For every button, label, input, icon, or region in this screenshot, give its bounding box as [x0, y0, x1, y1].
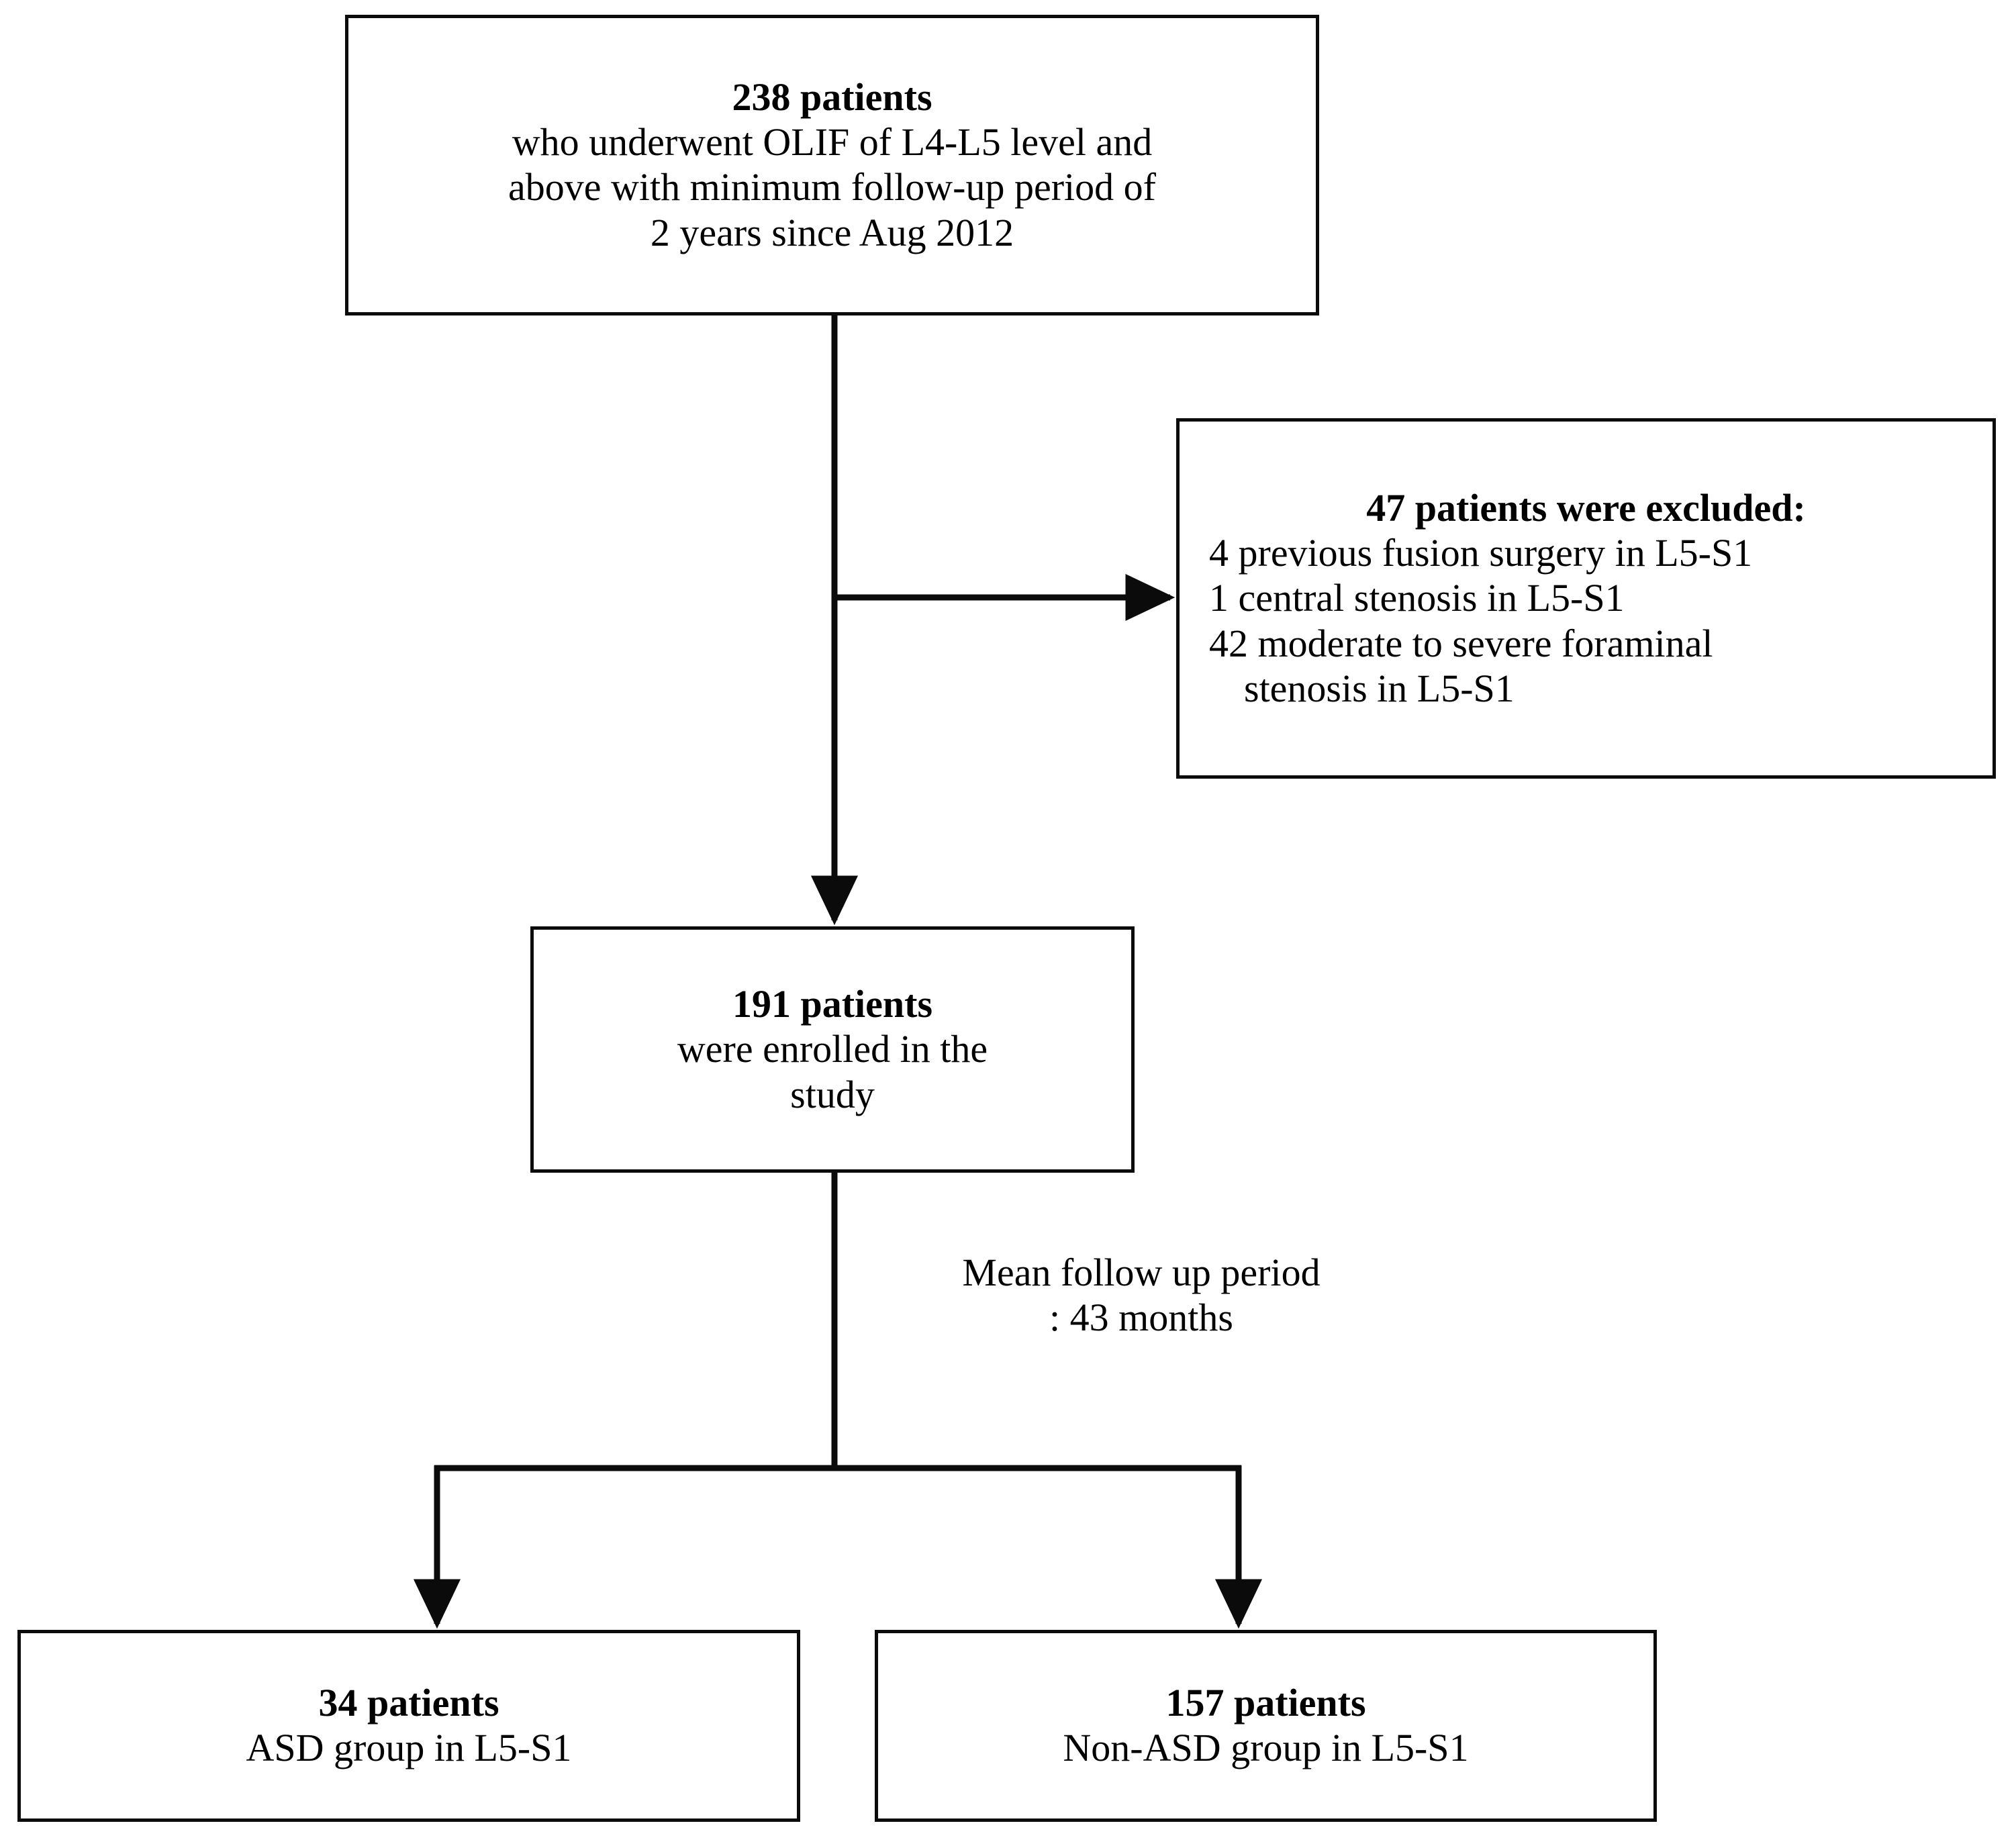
- node-total-screened-line-3: 2 years since Aug 2012: [650, 210, 1014, 254]
- node-enrolled-line-1: were enrolled in the: [677, 1027, 988, 1071]
- node-enrolled-line-2: study: [790, 1072, 875, 1116]
- edge-label-follow-up-line-2: : 43 months: [1049, 1296, 1233, 1340]
- edge-label-follow-up: Mean follow up period : 43 months: [866, 1250, 1417, 1341]
- node-asd-group-body: ASD group in L5-S1: [246, 1725, 572, 1770]
- edge-label-follow-up-line-1: Mean follow up period: [962, 1251, 1321, 1294]
- node-non-asd-group-line-1: Non-ASD group in L5-S1: [1063, 1726, 1469, 1770]
- node-enrolled: 191 patients were enrolled in the study: [530, 926, 1135, 1173]
- node-excluded-reason-1: 4 previous fusion surgery in L5-S1: [1209, 531, 1753, 575]
- node-non-asd-group: 157 patients Non-ASD group in L5-S1: [875, 1630, 1657, 1822]
- node-excluded-title: 47 patients were excluded:: [1366, 485, 1806, 530]
- node-excluded-reason-3-cont: stenosis in L5-S1: [1244, 666, 1515, 710]
- node-total-screened-title: 238 patients: [732, 75, 932, 119]
- node-non-asd-group-body: Non-ASD group in L5-S1: [1063, 1725, 1468, 1770]
- node-excluded-reasons: 4 previous fusion surgery in L5-S1 1 cen…: [1192, 530, 1980, 711]
- node-asd-group-title: 34 patients: [318, 1681, 499, 1725]
- node-asd-group-line-1: ASD group in L5-S1: [246, 1726, 572, 1770]
- node-total-screened-body: who underwent OLIF of L4-L5 level and ab…: [508, 119, 1156, 255]
- node-enrolled-title: 191 patients: [732, 982, 933, 1026]
- node-asd-group: 34 patients ASD group in L5-S1: [17, 1630, 800, 1822]
- node-total-screened-line-2: above with minimum follow-up period of: [508, 165, 1156, 209]
- node-excluded: 47 patients were excluded: 4 previous fu…: [1176, 418, 1996, 779]
- node-excluded-reason-3: 42 moderate to severe foraminal: [1209, 621, 1713, 665]
- node-total-screened: 238 patients who underwent OLIF of L4-L5…: [345, 15, 1319, 315]
- node-total-screened-line-1: who underwent OLIF of L4-L5 level and: [512, 120, 1153, 164]
- node-excluded-reason-2: 1 central stenosis in L5-S1: [1209, 576, 1625, 620]
- node-enrolled-body: were enrolled in the study: [677, 1026, 988, 1117]
- node-non-asd-group-title: 157 patients: [1165, 1681, 1366, 1725]
